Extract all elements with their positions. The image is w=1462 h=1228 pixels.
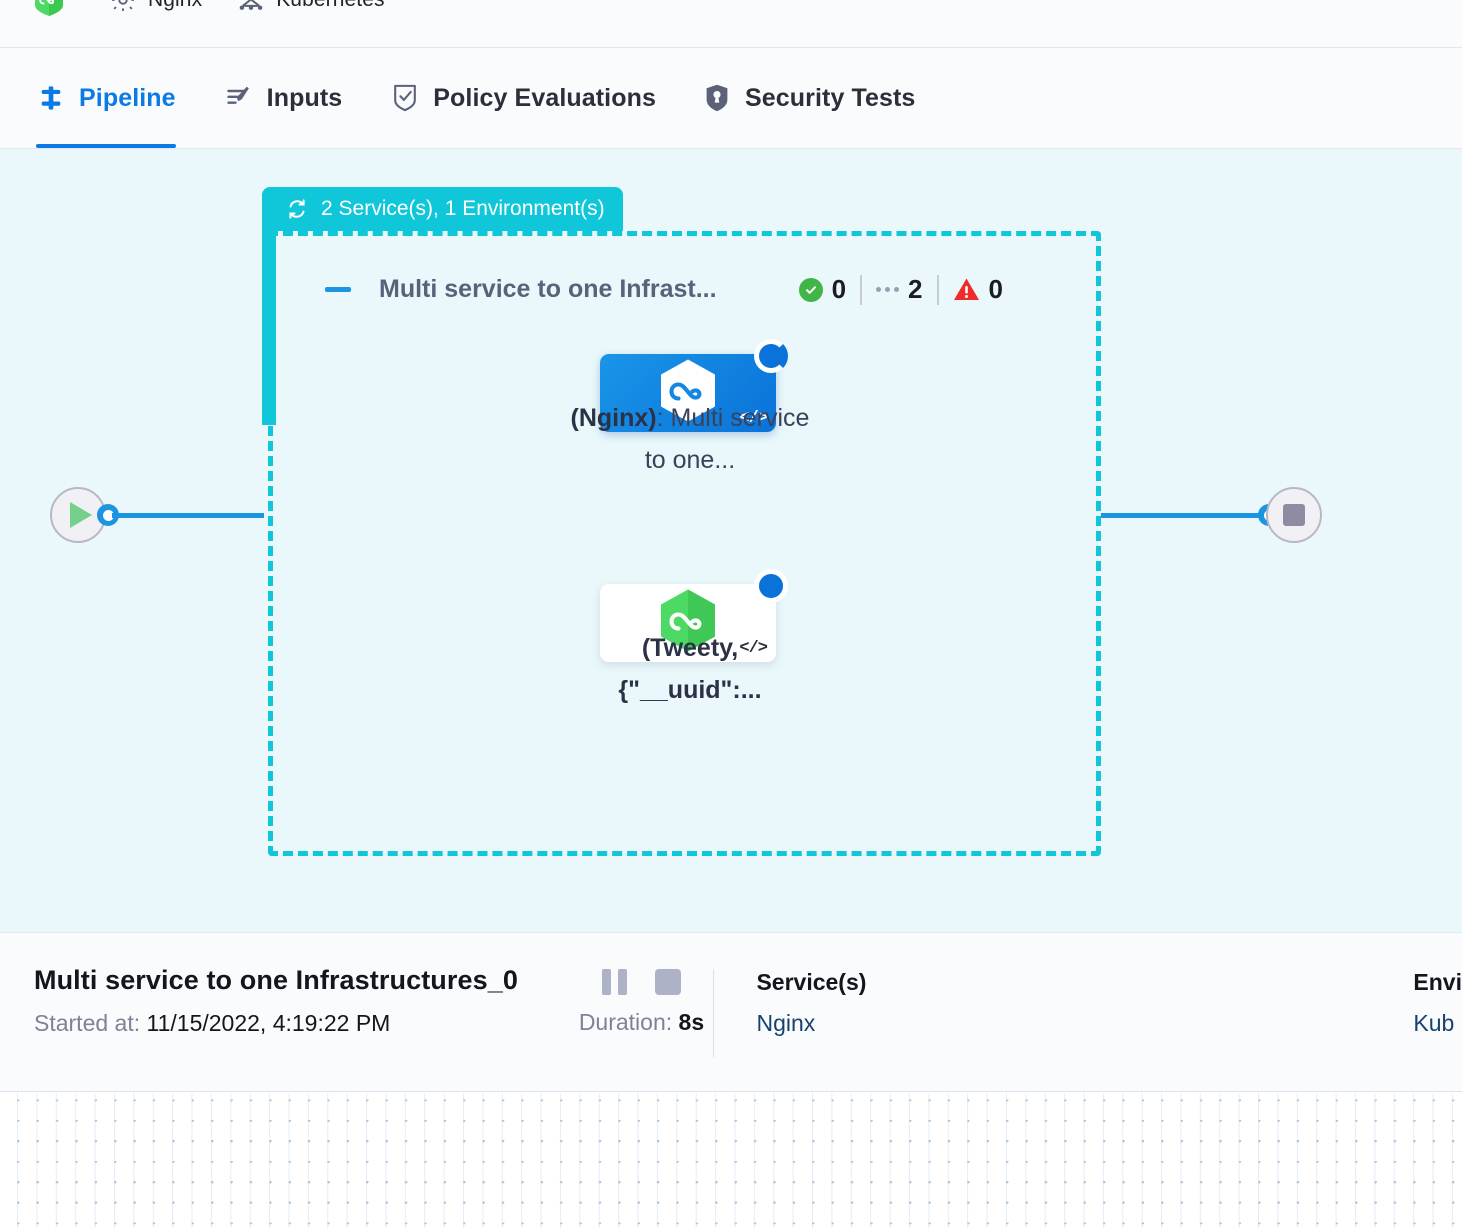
tab-inputs[interactable]: Inputs xyxy=(224,48,343,148)
stage-header[interactable]: Multi service to one Infrast... 0 2 xyxy=(325,274,1017,305)
warning-triangle-icon xyxy=(953,277,980,302)
tab-bar: Pipeline Inputs Policy Evaluations xyxy=(0,48,1462,149)
security-shield-icon xyxy=(702,83,732,113)
services-heading: Service(s) xyxy=(756,969,867,995)
connector-group-to-end xyxy=(1101,513,1273,518)
inputs-icon xyxy=(224,83,254,113)
tab-pipeline[interactable]: Pipeline xyxy=(36,48,176,148)
breadcrumb-item-kubernetes-label: Kubernetes xyxy=(276,0,384,12)
connector-start-to-group xyxy=(112,513,264,518)
detail-environments: Envi Kub xyxy=(1371,933,1462,1037)
policy-shield-check-icon xyxy=(390,83,420,113)
service-node-tweety-label-line1: (Tweety, xyxy=(641,634,739,662)
loop-repeat-icon xyxy=(284,197,310,221)
breadcrumb-item-kubernetes[interactable]: Kubernetes xyxy=(236,0,385,15)
detail-transport: Duration: 8s xyxy=(570,933,713,1036)
started-at-value: 11/15/2022, 4:19:22 PM xyxy=(146,1010,391,1036)
detail-divider xyxy=(712,969,715,1057)
services-link-nginx[interactable]: Nginx xyxy=(756,1010,816,1036)
pipeline-graph-canvas[interactable]: 2 Service(s), 1 Environment(s) Multi ser… xyxy=(0,149,1462,932)
started-at-label: Started at: xyxy=(34,1010,141,1036)
tab-policy-evaluations-label: Policy Evaluations xyxy=(433,83,656,112)
dot-grid-canvas[interactable] xyxy=(0,1093,1462,1228)
play-icon xyxy=(70,502,92,528)
service-node-nginx-label-rest: : Multi service to one... xyxy=(644,404,810,474)
tab-security-tests[interactable]: Security Tests xyxy=(702,48,915,148)
kubernetes-icon xyxy=(236,0,266,15)
counter-error-value: 0 xyxy=(988,274,1003,304)
duration: Duration: 8s xyxy=(570,1009,713,1036)
hexagon-infinity-icon xyxy=(657,588,719,659)
hexagon-infinity-icon xyxy=(657,358,719,429)
running-dots-icon xyxy=(876,287,900,292)
pause-icon[interactable] xyxy=(601,969,627,995)
hexagon-infinity-logo-icon xyxy=(34,0,64,16)
tab-inputs-label: Inputs xyxy=(266,83,343,112)
counter-success: 0 xyxy=(798,274,860,305)
started-at: Started at: 11/15/2022, 4:19:22 PM xyxy=(34,1010,570,1037)
group-header-label: 2 Service(s), 1 Environment(s) xyxy=(321,197,605,220)
tab-security-tests-label: Security Tests xyxy=(744,83,916,112)
counter-divider xyxy=(936,274,939,305)
service-node-tweety[interactable]: </> xyxy=(600,569,788,662)
service-node-tweety-label-line2: {"__uuid":... xyxy=(618,676,762,704)
counter-running: 2 xyxy=(862,274,936,305)
detail-left: Multi service to one Infrastructures_0 S… xyxy=(0,933,570,1037)
counter-success-value: 0 xyxy=(831,274,847,304)
success-check-icon xyxy=(798,277,823,302)
service-node-nginx[interactable]: </> xyxy=(600,339,788,432)
service-node-nginx-label: (Nginx): Multi service to one... xyxy=(565,397,815,481)
stop-icon xyxy=(1283,504,1305,526)
code-brackets-icon: </> xyxy=(739,639,768,658)
execution-detail-bar: Multi service to one Infrastructures_0 S… xyxy=(0,932,1462,1092)
start-node-port[interactable] xyxy=(97,504,119,526)
tab-pipeline-label: Pipeline xyxy=(79,83,176,112)
counter-divider xyxy=(860,274,863,305)
running-spinner-icon xyxy=(754,339,788,373)
counter-running-value: 2 xyxy=(908,274,923,304)
environments-link-kubernetes[interactable]: Kub xyxy=(1413,1010,1455,1036)
running-spinner-icon xyxy=(754,569,788,603)
gear-icon xyxy=(108,0,138,15)
duration-value: 8s xyxy=(678,1009,705,1035)
page-title: Multi service to one Infrastructures_0 xyxy=(34,965,518,995)
stop-square-icon[interactable] xyxy=(654,969,681,995)
tab-policy-evaluations[interactable]: Policy Evaluations xyxy=(390,48,656,148)
code-brackets-icon: </> xyxy=(739,409,768,428)
counter-error: 0 xyxy=(939,274,1017,305)
breadcrumb-item-logo[interactable] xyxy=(34,0,74,16)
stage-counters: 0 2 0 xyxy=(798,274,1017,305)
group-header[interactable]: 2 Service(s), 1 Environment(s) xyxy=(262,187,623,231)
collapse-dash-icon[interactable] xyxy=(325,287,351,292)
detail-services: Service(s) Nginx xyxy=(714,933,866,1037)
breadcrumb-item-nginx-label: Nginx xyxy=(148,0,202,12)
pipeline-icon xyxy=(36,83,66,113)
service-node-nginx-label-bold: (Nginx) xyxy=(570,404,657,432)
service-node-tweety-label: (Tweety, {"__uuid":... xyxy=(565,627,815,711)
group-dashed-container xyxy=(268,231,1101,856)
breadcrumb: Nginx Kubernetes xyxy=(0,0,1462,48)
breadcrumb-item-nginx[interactable]: Nginx xyxy=(108,0,202,14)
environments-heading: Envi xyxy=(1413,969,1462,995)
stage-title: Multi service to one Infrast... xyxy=(379,275,717,303)
end-node[interactable] xyxy=(1266,487,1322,543)
duration-label: Duration: xyxy=(578,1009,673,1035)
